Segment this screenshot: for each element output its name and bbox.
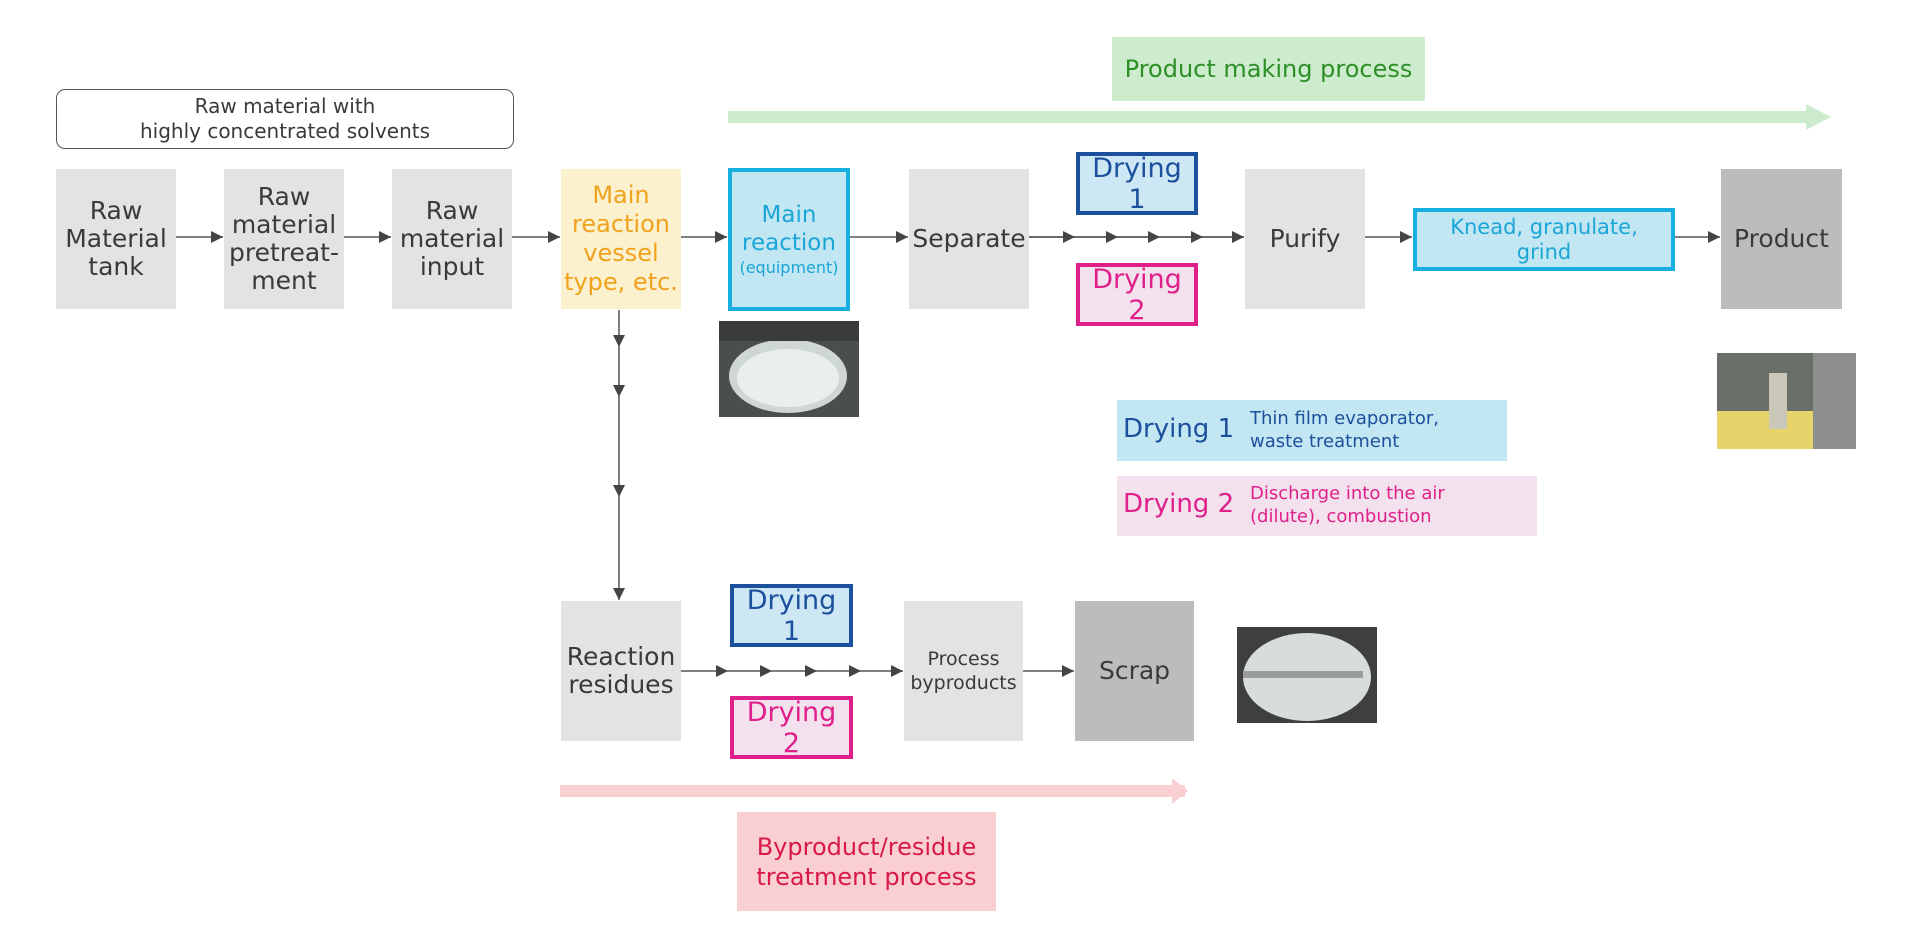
- drying1-box: Drying 1: [1076, 152, 1198, 215]
- byproduct-process-arrow: [560, 778, 1188, 804]
- knead-granulate-grind-box: Knead, granulate, grind: [1413, 208, 1675, 271]
- legend-drying1: Drying 1 Thin film evaporator, waste tre…: [1117, 400, 1507, 461]
- legend-drying2-desc: Discharge into the air (dilute), combust…: [1250, 483, 1445, 527]
- main-reaction-box: Main reaction (equipment): [728, 168, 850, 311]
- reactor-photo: [719, 321, 859, 417]
- main-reaction-sub: (equipment): [739, 257, 839, 277]
- legend-drying1-desc: Thin film evaporator, waste treatment: [1250, 408, 1439, 452]
- scrap-photo: [1237, 627, 1377, 723]
- product-process-arrow: [728, 104, 1831, 130]
- raw-material-input-box: Raw material input: [392, 169, 512, 309]
- process-byproducts-box: Process byproducts: [904, 601, 1023, 741]
- byproduct-drying1-box: Drying 1: [730, 584, 853, 647]
- reaction-residues-box: Reaction residues: [561, 601, 681, 741]
- purify-box: Purify: [1245, 169, 1365, 309]
- main-reaction-label: Main reaction: [742, 201, 836, 256]
- product-process-label: Product making process: [1112, 37, 1425, 101]
- product-box: Product: [1721, 169, 1842, 309]
- main-reaction-vessel-box: Main reaction vessel type, etc.: [561, 169, 681, 309]
- byproduct-process-label: Byproduct/residue treatment process: [737, 812, 996, 911]
- product-photo: [1717, 353, 1856, 449]
- drying2-box: Drying 2: [1076, 263, 1198, 326]
- byproduct-drying2-box: Drying 2: [730, 696, 853, 759]
- raw-material-pretreatment-box: Raw material pretreat- ment: [224, 169, 344, 309]
- legend-drying2-label: Drying 2: [1123, 489, 1235, 519]
- separate-box: Separate: [909, 169, 1029, 309]
- raw-material-note: Raw material with highly concentrated so…: [56, 89, 514, 149]
- legend-drying2: Drying 2 Discharge into the air (dilute)…: [1117, 476, 1537, 536]
- raw-material-tank-box: Raw Material tank: [56, 169, 176, 309]
- scrap-box: Scrap: [1075, 601, 1194, 741]
- legend-drying1-label: Drying 1: [1123, 414, 1235, 444]
